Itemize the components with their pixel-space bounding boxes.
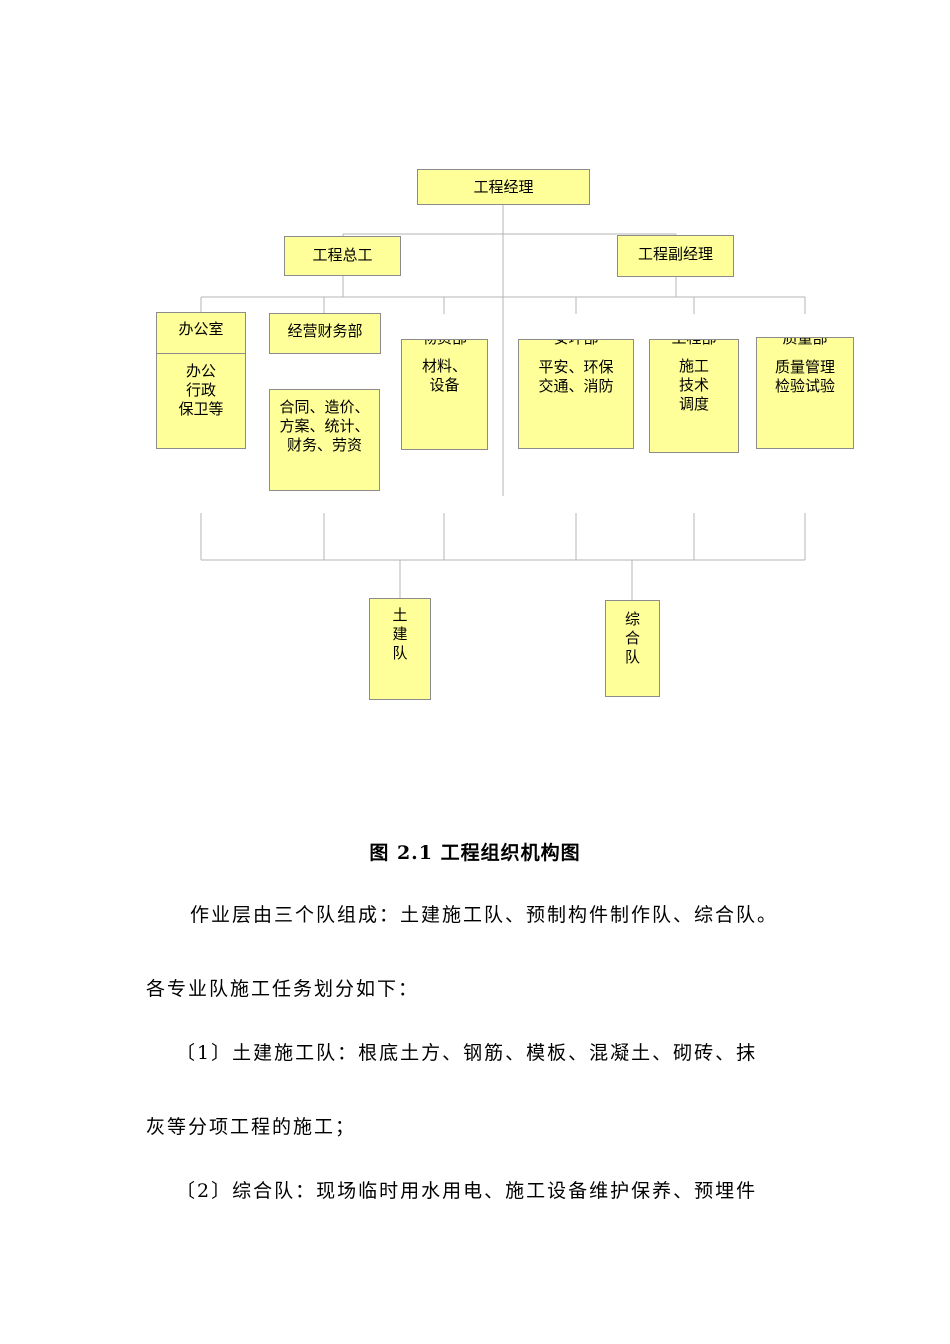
general-team-label: 综 合 队: [624, 610, 640, 666]
materials-title: 物资部: [402, 340, 487, 348]
office-duty: 办公 行政 保卫等: [178, 362, 224, 418]
civil-team-label: 土 建 队: [392, 606, 408, 662]
finance-duty: 合同、造价、 方案、统计、 财务、劳资: [279, 398, 370, 454]
finance-duty-box: 合同、造价、 方案、统计、 财务、劳资: [269, 389, 380, 491]
office-title: 办公室: [178, 320, 224, 338]
paragraph-2: 各专业队施工任务划分如下：: [146, 978, 420, 1000]
quality-title: 质量部: [782, 337, 828, 347]
safety-title: 安环部: [519, 340, 633, 348]
deputy-manager-label: 工程副经理: [637, 245, 713, 263]
safety-duty: 平安、环保 交通、消防: [538, 358, 614, 395]
deputy-manager-box: 工程副经理: [617, 235, 734, 277]
org-chart-connectors: [200, 204, 806, 600]
engineering-title: 工程部: [650, 340, 738, 348]
chief-engineer-box: 工程总工: [284, 236, 401, 276]
finance-title-box: 经营财务部: [269, 313, 381, 354]
project-manager-box: 工程经理: [417, 169, 590, 205]
finance-title: 经营财务部: [287, 322, 363, 340]
engineering-box: 工程部 施工 技术 调度: [649, 339, 739, 453]
safety-box: 安环部 平安、环保 交通、消防: [518, 339, 634, 449]
project-manager-label: 工程经理: [473, 178, 534, 196]
materials-duty: 材料、 设备: [421, 357, 467, 394]
quality-box: 质量部 质量管理 检验试验: [756, 337, 854, 449]
civil-team-box: 土 建 队: [369, 598, 431, 700]
materials-box: 物资部 材料、 设备: [401, 339, 488, 450]
engineering-duty: 施工 技术 调度: [678, 357, 709, 413]
quality-duty: 质量管理 检验试验: [774, 358, 835, 395]
office-duty-box: 办公 行政 保卫等: [156, 353, 246, 449]
paragraph-4: 灰等分项工程的施工；: [146, 1116, 357, 1138]
chief-engineer-label: 工程总工: [312, 246, 373, 264]
paragraph-3: 〔1〕土建施工队：根底土方、钢筋、模板、混凝土、砌砖、抹: [176, 1042, 758, 1064]
paragraph-1: 作业层由三个队组成：土建施工队、预制构件制作队、综合队。: [190, 904, 779, 926]
figure-caption: 图 2.1 工程组织机构图: [369, 842, 581, 864]
general-team-box: 综 合 队: [605, 600, 660, 697]
office-title-box: 办公室: [156, 312, 246, 354]
paragraph-5: 〔2〕综合队：现场临时用水用电、施工设备维护保养、预埋件: [176, 1180, 758, 1202]
